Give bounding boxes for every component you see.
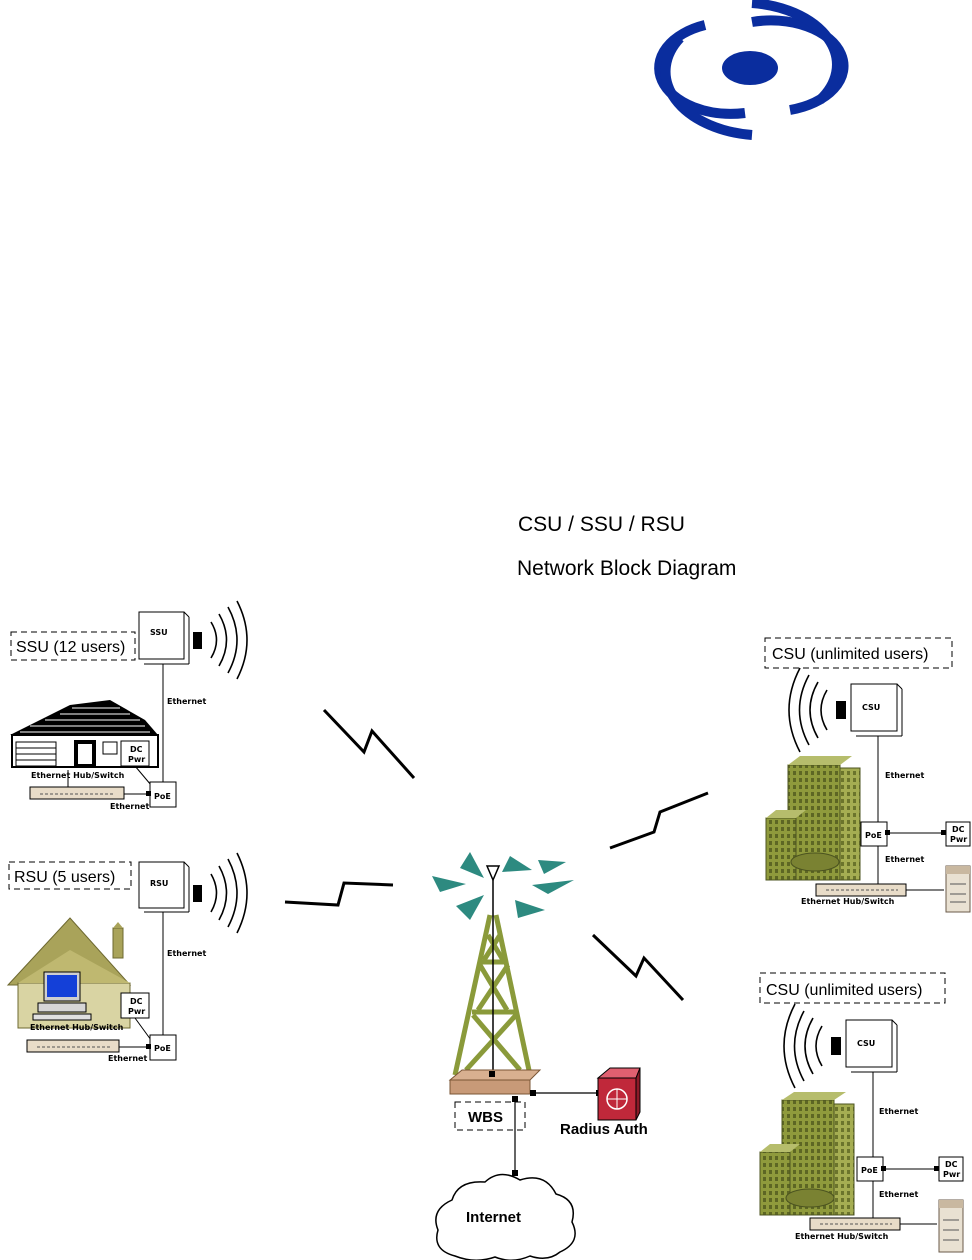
csu-bottom-label-box	[759, 972, 946, 1004]
csu-bottom-dc-label: DC	[945, 1160, 958, 1169]
csu-top-group: CSU (unlimited users) CSU Ethernet PoE	[764, 637, 971, 913]
logo-arc-icon	[660, 34, 753, 140]
cloud-icon	[435, 1173, 576, 1260]
ssu-label: SSU (12 users)	[16, 639, 125, 656]
radius-label: Radius Auth	[560, 1121, 648, 1138]
server-icon	[945, 865, 971, 913]
ssu-group: SSU (12 users) SSU Ethernet	[10, 600, 248, 811]
logo-arc-icon	[751, 0, 842, 104]
antenna-icon	[831, 1037, 841, 1055]
diagram-subtitle: Network Block Diagram	[517, 557, 736, 580]
csu-bottom-dc-power-box	[938, 1156, 964, 1182]
csu-top-label: CSU (unlimited users)	[772, 646, 928, 663]
csu-bottom-hub-label: Ethernet Hub/Switch	[795, 1232, 889, 1241]
logo-center-icon	[722, 51, 778, 85]
rsu-hub-device	[26, 1039, 120, 1053]
rsu-dc-label: DC	[130, 997, 143, 1006]
signal-waves-icon	[210, 600, 248, 680]
rsu-unit-box	[138, 861, 185, 909]
antenna-icon	[193, 632, 202, 649]
rsu-hub-label: Ethernet Hub/Switch	[30, 1023, 124, 1032]
antenna-icon	[193, 885, 202, 902]
server-icon	[938, 1199, 964, 1253]
office-building-icon	[759, 1092, 855, 1216]
csu-bottom-ethernet2-label: Ethernet	[879, 1190, 918, 1199]
ssu-label-box	[10, 631, 136, 661]
rsu-ethernet-label: Ethernet	[167, 949, 206, 958]
office-building-icon	[765, 756, 861, 881]
rsu-label-box	[8, 861, 132, 890]
wireless-link-icon	[322, 708, 416, 779]
wbs-label: WBS	[468, 1109, 503, 1126]
wireless-link-icon	[284, 881, 394, 907]
tower-group: WBS	[432, 852, 602, 1176]
internet-cloud: Internet	[435, 1173, 576, 1260]
csu-bottom-group: CSU (unlimited users) CSU Ethernet PoE	[759, 972, 964, 1253]
wireless-link-icon	[591, 933, 685, 1002]
ssu-unit-label: SSU	[150, 628, 168, 637]
rsu-poe-box	[149, 1034, 177, 1061]
ssu-hub-label: Ethernet Hub/Switch	[31, 771, 125, 780]
computer-icon	[32, 971, 92, 1021]
csu-top-poe-box	[860, 821, 888, 847]
ssu-hub-device	[29, 786, 125, 800]
csu-top-unit-box	[850, 683, 898, 732]
ssu-ethernet-label: Ethernet	[167, 697, 206, 706]
rsu-group: RSU (5 users) RSU Ethernet	[6, 852, 248, 1063]
rsu-ethernet2-label: Ethernet	[108, 1054, 147, 1063]
csu-top-dc-power-box	[945, 821, 971, 847]
signal-waves-icon	[788, 667, 828, 753]
diagram-title: CSU / SSU / RSU	[518, 513, 685, 536]
csu-top-pwr-label: Pwr	[950, 835, 967, 844]
internet-label: Internet	[466, 1209, 521, 1226]
signal-waves-icon	[210, 852, 248, 934]
wireless-links	[284, 708, 709, 1002]
csu-top-ethernet-label: Ethernet	[885, 771, 924, 780]
csu-bottom-pwr-label: Pwr	[943, 1170, 960, 1179]
ssu-unit-box	[138, 611, 185, 660]
wireless-link-icon	[609, 791, 709, 850]
broadcast-rays-icon	[432, 852, 574, 920]
ssu-poe-box	[149, 781, 177, 808]
ssu-pwr-label: Pwr	[128, 755, 145, 764]
radius-server-icon	[596, 1067, 641, 1079]
csu-bottom-unit-label: CSU	[857, 1039, 875, 1048]
logo-arc-icon	[751, 15, 849, 115]
csu-top-dc-label: DC	[952, 825, 965, 834]
rsu-pwr-label: Pwr	[128, 1007, 145, 1016]
csu-bottom-unit-box	[845, 1019, 893, 1068]
csu-bottom-poe-label: PoE	[861, 1166, 878, 1175]
csu-top-hub-label: Ethernet Hub/Switch	[801, 897, 895, 906]
csu-bottom-label: CSU (unlimited users)	[766, 982, 922, 999]
csu-top-unit-label: CSU	[862, 703, 880, 712]
company-logo	[654, 0, 849, 140]
signal-waves-icon	[783, 1003, 823, 1089]
ssu-dc-label: DC	[130, 745, 143, 754]
ssu-poe-label: PoE	[154, 792, 171, 801]
rsu-label: RSU (5 users)	[14, 869, 115, 886]
rsu-poe-label: PoE	[154, 1044, 171, 1053]
csu-top-ethernet2-label: Ethernet	[885, 855, 924, 864]
ssu-ethernet2-label: Ethernet	[110, 802, 149, 811]
tower-icon	[452, 914, 533, 1076]
radius-server: Radius Auth	[560, 1067, 648, 1138]
csu-bottom-ethernet-label: Ethernet	[879, 1107, 918, 1116]
rsu-dc-power-box	[120, 992, 150, 1019]
antenna-icon	[836, 701, 846, 719]
wbs-label-box	[454, 1101, 526, 1131]
csu-top-poe-label: PoE	[865, 831, 882, 840]
rsu-unit-label: RSU	[150, 879, 168, 888]
csu-top-label-box	[764, 637, 953, 669]
